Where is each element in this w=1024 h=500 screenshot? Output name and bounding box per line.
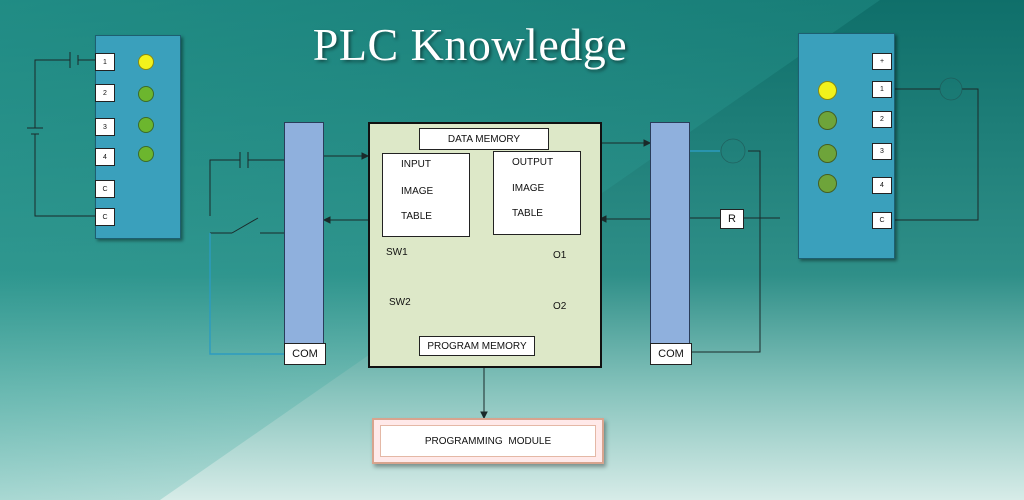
output-com-terminal: COM [650, 343, 692, 365]
data-memory-box: DATA MEMORY [419, 128, 549, 150]
input-bus [284, 122, 324, 346]
input-terminal-c2: C [95, 208, 115, 226]
output-terminal-1: 1 [872, 81, 892, 98]
input-table-line-2: IMAGE [401, 186, 434, 197]
output-image-table: OUTPUT IMAGE TABLE [493, 151, 581, 235]
ladder-sw2-label: SW2 [389, 297, 411, 308]
input-led-2 [138, 86, 154, 102]
input-terminal-2: 2 [95, 84, 115, 102]
input-com-terminal: COM [284, 343, 326, 365]
programming-module: PROGRAMMING MODULE [372, 418, 604, 464]
relay-box: R [720, 209, 744, 229]
input-table-line-3: TABLE [401, 211, 432, 222]
output-terminal-c: C [872, 212, 892, 229]
input-led-3 [138, 117, 154, 133]
ladder-sw1-label: SW1 [386, 247, 408, 258]
input-led-1 [138, 54, 154, 70]
input-led-4 [138, 146, 154, 162]
output-led-3 [818, 144, 837, 163]
programming-module-label: PROGRAMMING MODULE [380, 425, 596, 457]
output-terminal-2: 2 [872, 111, 892, 128]
input-terminal-4: 4 [95, 148, 115, 166]
output-terminal-plus: + [872, 53, 892, 70]
input-table-line-1: INPUT [401, 159, 431, 170]
output-table-line-3: TABLE [512, 208, 543, 219]
output-terminal-4: 4 [872, 177, 892, 194]
program-memory-box: PROGRAM MEMORY [419, 336, 535, 356]
input-terminal-3: 3 [95, 118, 115, 136]
output-table-line-2: IMAGE [512, 183, 545, 194]
page-title: PLC Knowledge [312, 19, 628, 70]
output-led-2 [818, 111, 837, 130]
input-image-table: INPUT IMAGE TABLE [382, 153, 470, 237]
input-terminal-c1: C [95, 180, 115, 198]
output-led-1 [818, 81, 837, 100]
output-table-line-1: OUTPUT [512, 157, 554, 168]
ladder-o1-label: O1 [553, 250, 567, 261]
output-terminal-3: 3 [872, 143, 892, 160]
ladder-o2-label: O2 [553, 301, 567, 312]
input-terminal-1: 1 [95, 53, 115, 71]
output-bus [650, 122, 690, 346]
output-led-4 [818, 174, 837, 193]
